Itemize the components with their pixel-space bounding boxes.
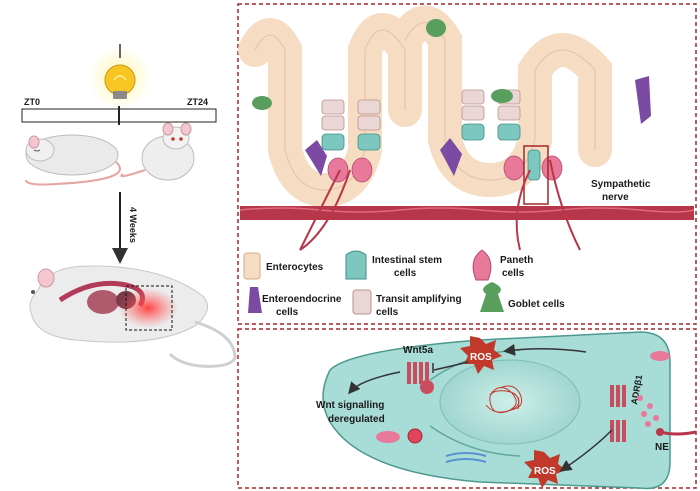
ne-dots <box>637 395 659 427</box>
wnt-signalling-line2: deregulated <box>328 414 385 425</box>
legend-stem-line2: cells <box>394 268 417 279</box>
legend-goblet-icon <box>480 282 504 312</box>
signal-arrows <box>348 343 613 472</box>
wnt-signalling-line1: Wnt signalling <box>316 400 384 411</box>
left-panel: ZT0 ZT24 4 Weeks <box>21 44 237 368</box>
legend-transit-line2: cells <box>376 307 399 318</box>
light-bulb-icon <box>88 44 152 110</box>
legend-paneth-icon <box>472 249 492 281</box>
legend-stem-icon <box>345 250 367 280</box>
chromatin <box>485 385 523 414</box>
nucleus <box>439 359 581 445</box>
legend-entero-line1: Enteroendocrine <box>262 294 342 305</box>
nerve-fibers <box>299 159 581 251</box>
legend-paneth-line2: cells <box>502 268 525 279</box>
highlight-box <box>523 145 549 205</box>
dissected-mouse-icon <box>29 265 237 368</box>
legend-goblet: Goblet cells <box>508 299 565 310</box>
legend-paneth-line1: Paneth <box>500 255 533 266</box>
golgi <box>445 452 487 463</box>
sleeping-mouse-icon <box>25 134 121 186</box>
vesicle <box>407 428 423 444</box>
cell-panel: Wnt5a ROS ROS ADRβ1 NE <box>237 328 697 490</box>
ne-label: NE <box>655 442 669 453</box>
legend-enterocytes: Enterocytes <box>266 262 324 273</box>
legend-enteroendocrine-icon <box>248 287 262 313</box>
blood-vessel <box>239 206 695 220</box>
crypt-panel: Sympathetic nerve Enterocytes Intestinal… <box>237 3 697 325</box>
ros-bottom-burst: ROS <box>524 450 566 488</box>
legend-transit-line1: Transit amplifying <box>376 294 462 305</box>
legend-enterocyte-icon <box>243 252 261 280</box>
wnt5a-receptor-icon <box>407 362 434 394</box>
wnt5a-label: Wnt5a <box>403 345 433 356</box>
legend-stem-line1: Intestinal stem <box>372 255 442 266</box>
zt24-label: ZT24 <box>187 97 208 107</box>
mitochondria <box>376 351 670 443</box>
nerve-label-line2: nerve <box>602 192 629 203</box>
legend-transit-icon <box>352 289 372 315</box>
nerve-label-line1: Sympathetic <box>591 179 651 190</box>
ros-top-label: ROS <box>470 352 492 363</box>
legend-entero-line2: cells <box>276 307 299 318</box>
duration-label: 4 Weeks <box>128 207 138 243</box>
legend: Enterocytes Intestinal stem cells Paneth… <box>243 249 565 318</box>
stem-cells <box>321 123 541 181</box>
goblet-cells <box>252 19 513 110</box>
ros-bottom-label: ROS <box>534 466 556 477</box>
awake-mouse-icon <box>120 122 195 181</box>
enteroendocrine-cells <box>305 76 651 176</box>
ros-top-burst: ROS <box>460 336 502 374</box>
zt0-label: ZT0 <box>24 97 40 107</box>
